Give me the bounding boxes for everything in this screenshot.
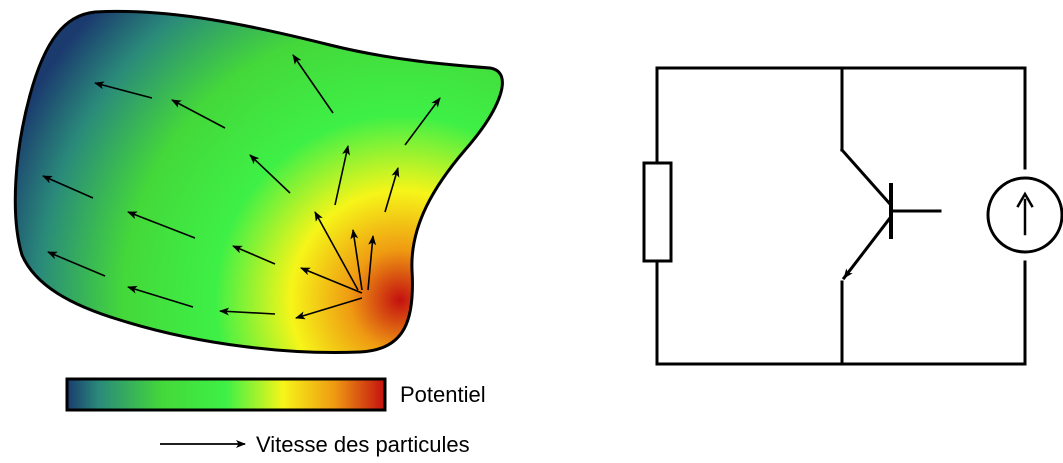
- velocity-arrow: [42, 175, 94, 199]
- velocity-arrow: [300, 267, 363, 294]
- velocity-arrow: [171, 99, 226, 129]
- velocity-arrow: [232, 245, 276, 265]
- current-source-icon: [986, 176, 1063, 254]
- transistor-icon: [839, 147, 942, 281]
- velocity-arrow: [249, 154, 291, 194]
- velocity-label: Vitesse des particules: [256, 432, 470, 457]
- velocity-arrow: [384, 167, 400, 213]
- circuit-diagram: [642, 66, 1063, 366]
- potential-colorbar: [65, 377, 387, 412]
- velocity-arrow: [219, 307, 276, 316]
- velocity-arrow: [314, 211, 359, 291]
- resistor-icon: [642, 161, 673, 263]
- velocity-arrow: [127, 285, 194, 308]
- velocity-arrow: [47, 251, 106, 277]
- velocity-arrow: [292, 54, 334, 114]
- velocity-arrow: [94, 81, 153, 99]
- velocity-arrow: [350, 229, 363, 291]
- velocity-arrow: [404, 97, 441, 146]
- velocity-arrow: [367, 235, 377, 291]
- potential-field-region: [13, 9, 504, 355]
- potential-label: Potentiel: [400, 382, 486, 407]
- velocity-arrow: [127, 211, 196, 239]
- velocity-arrow: [334, 145, 350, 206]
- velocity-arrow: [295, 297, 363, 320]
- velocity-arrows: [42, 54, 441, 320]
